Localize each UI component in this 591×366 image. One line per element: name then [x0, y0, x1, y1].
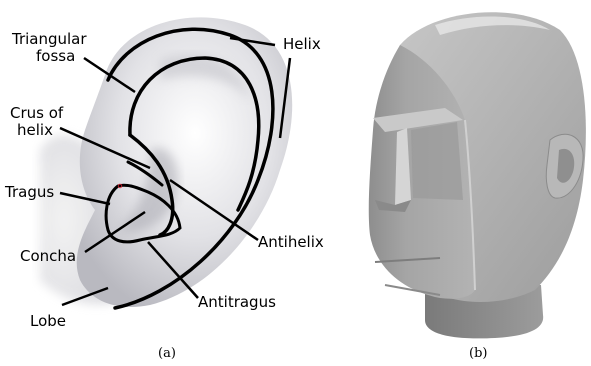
head-eye-socket — [411, 122, 463, 200]
ear-anatomy-panel: Triangular fossa Helix Crus of helix Tra… — [0, 0, 345, 366]
head-model-illustration — [345, 0, 591, 366]
label-tragus: Tragus — [5, 184, 54, 201]
head-model-panel: (b) — [345, 0, 591, 366]
label-antitragus: Antitragus — [198, 294, 276, 311]
caption-a: (a) — [158, 346, 176, 361]
label-helix: Helix — [283, 36, 321, 53]
label-triangular-fossa: Triangular fossa — [12, 31, 87, 65]
label-triangular-fossa-line2: fossa — [12, 48, 87, 65]
label-crus-of-helix-line1: Crus of — [10, 105, 63, 122]
label-triangular-fossa-line1: Triangular — [12, 31, 87, 48]
caption-b: (b) — [469, 346, 487, 361]
label-crus-of-helix-line2: helix — [10, 122, 63, 139]
label-lobe: Lobe — [30, 313, 66, 330]
label-crus-of-helix: Crus of helix — [10, 105, 63, 139]
label-concha: Concha — [20, 248, 76, 265]
label-antihelix: Antihelix — [258, 234, 324, 251]
